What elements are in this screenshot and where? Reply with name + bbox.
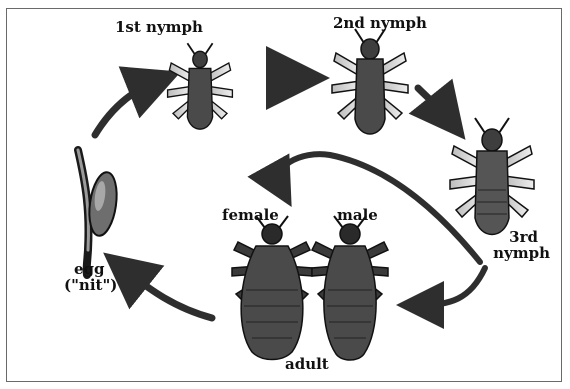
label-second-nymph: 2nd nymph [333,16,427,32]
label-first-nymph: 1st nymph [115,20,203,36]
arrow-third-nymph-to-adults [278,154,485,305]
label-egg: egg ("nit") [64,262,117,294]
first-nymph-louse-icon [168,43,233,129]
arrow-adult-to-egg [125,270,212,318]
label-third-nymph: 3rd nymph [470,230,556,262]
label-adult: adult [285,357,329,373]
egg-on-hair-icon [78,150,120,275]
third-nymph-louse-icon [450,118,534,235]
label-male: male [337,208,378,224]
second-nymph-louse-icon [332,29,408,134]
male-louse-icon [312,216,388,360]
label-egg-line2: ("nit") [64,278,117,294]
arrow-second-to-third-nymph [418,88,448,118]
arrow-egg-to-first-nymph [95,82,155,135]
label-third-nymph-line2: nymph [470,246,556,262]
label-female: female [222,208,279,224]
female-louse-icon [232,216,312,360]
